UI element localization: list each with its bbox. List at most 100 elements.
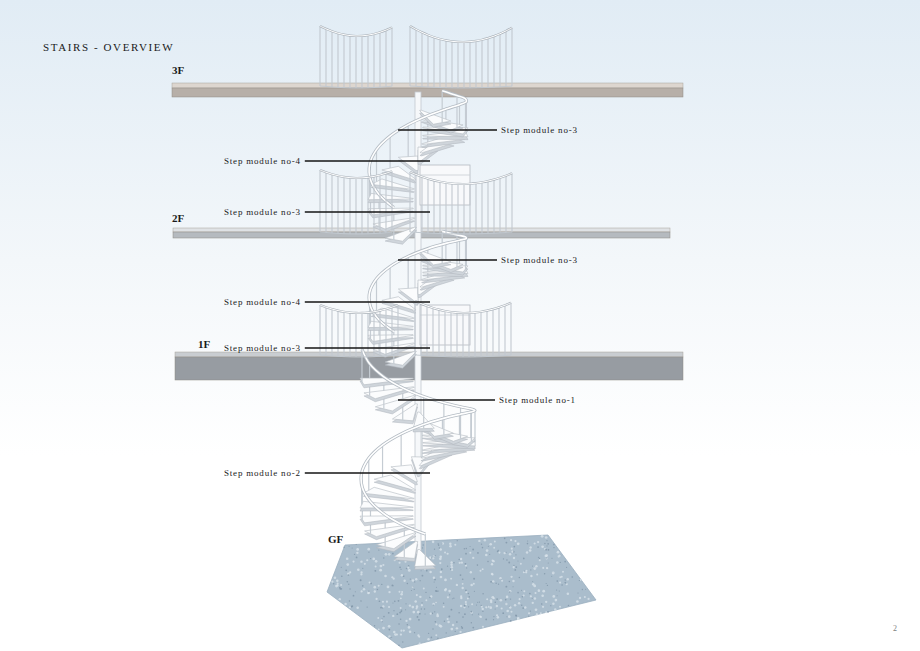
floor-speckle	[393, 631, 395, 633]
railing-post	[492, 309, 493, 356]
floor-speckle	[464, 605, 466, 607]
floor-speckle	[485, 618, 487, 620]
floor-speckle	[412, 586, 414, 588]
floor-speckle	[486, 549, 489, 552]
part-label: Step module no-3	[224, 343, 301, 354]
railing-post	[337, 311, 338, 357]
floor-label: 2F	[172, 212, 184, 225]
floor-speckle	[466, 567, 467, 568]
floor-speckle	[380, 607, 381, 608]
floor-speckle	[535, 565, 537, 567]
floor-speckle	[545, 601, 547, 603]
floor-speckle	[405, 609, 406, 610]
floor-speckle	[546, 557, 547, 558]
floor-speckle	[521, 605, 522, 606]
floor-speckle	[477, 552, 479, 554]
floor-speckle	[503, 558, 504, 559]
floor-speckle	[539, 558, 540, 559]
floor-speckle	[532, 581, 533, 582]
baluster	[368, 458, 369, 490]
floor-speckle	[430, 613, 432, 615]
floor-speckle	[517, 592, 519, 594]
leader-line	[305, 211, 430, 212]
floor-speckle	[462, 583, 464, 585]
floor-speckle	[398, 591, 400, 593]
floor-speckle	[454, 544, 456, 546]
floor-speckle	[408, 569, 411, 572]
floor-speckle	[492, 560, 494, 562]
label-holder: Step module no-3	[224, 343, 301, 354]
floor-speckle	[477, 602, 478, 603]
floor-speckle	[396, 613, 398, 615]
railing-post	[331, 31, 332, 87]
floor-speckle	[547, 611, 549, 613]
floor-speckle	[401, 609, 402, 610]
floor-speckle	[485, 554, 488, 557]
floor-speckle	[389, 629, 391, 631]
floor-speckle	[512, 580, 514, 582]
baluster	[456, 95, 457, 127]
floor-speckle	[374, 570, 376, 572]
title-holder: STAIRS - OVERVIEW	[43, 41, 174, 54]
floor-speckle	[474, 591, 475, 592]
floor-speckle	[378, 549, 379, 550]
floor-speckle	[527, 543, 529, 545]
handrail-shadow	[361, 349, 475, 534]
floor-speckle	[367, 591, 370, 594]
floor-speckle	[505, 603, 507, 605]
railing-post	[511, 28, 512, 86]
floor-speckle	[497, 550, 499, 552]
baluster	[382, 445, 383, 477]
step-tread	[360, 501, 413, 508]
floor-speckle	[407, 624, 408, 625]
railing-post	[373, 312, 374, 357]
railing-top-rail	[410, 26, 512, 42]
floor-speckle	[375, 565, 377, 567]
floor-speckle	[529, 593, 531, 595]
floor-speckle	[517, 617, 519, 619]
floor-speckle	[436, 587, 437, 588]
floor-speckle	[506, 596, 509, 599]
floor-speckle	[370, 558, 371, 559]
floor-speckle	[480, 605, 481, 606]
floor-speckle	[498, 584, 499, 585]
floor-speckle	[545, 536, 548, 539]
floor-speckle	[464, 563, 466, 565]
part-label: Step module no-1	[499, 395, 576, 406]
floor-speckle	[482, 568, 484, 570]
railing-post	[487, 38, 488, 87]
floor-speckle	[434, 611, 435, 612]
floor-speckle	[559, 554, 561, 556]
floor-speckle	[520, 563, 522, 565]
railing-post	[349, 36, 350, 88]
floor-speckle	[522, 596, 523, 597]
floor-speckle	[437, 543, 439, 545]
floor-speckle	[411, 590, 412, 591]
floor-speckle	[452, 624, 454, 626]
railing-top-rail-face	[410, 172, 512, 184]
baluster	[408, 256, 409, 288]
floor-speckle	[385, 553, 388, 556]
floor-speckle	[472, 627, 474, 629]
floor-speckle	[530, 595, 532, 597]
floor-speckle	[462, 578, 464, 580]
floor-speckle	[506, 559, 507, 560]
floor-speckle	[340, 584, 342, 586]
floor-speckle	[519, 577, 520, 578]
floor-speckle	[579, 580, 580, 581]
railing-post	[445, 183, 446, 234]
floor-speckle	[585, 589, 586, 590]
floor-speckle	[383, 557, 384, 558]
floor-speckle	[447, 621, 449, 623]
railing-top-rail	[415, 301, 511, 313]
floor-speckle	[383, 616, 385, 618]
floor-speckle	[482, 547, 484, 549]
step-tread	[398, 288, 418, 303]
floor-speckle	[545, 554, 548, 557]
floor-speckle	[400, 633, 402, 635]
floor-speckle	[477, 564, 479, 566]
railing-post	[444, 311, 445, 357]
railing-post	[325, 29, 326, 87]
floor-speckle	[465, 553, 467, 555]
floor-speckle	[398, 623, 399, 624]
